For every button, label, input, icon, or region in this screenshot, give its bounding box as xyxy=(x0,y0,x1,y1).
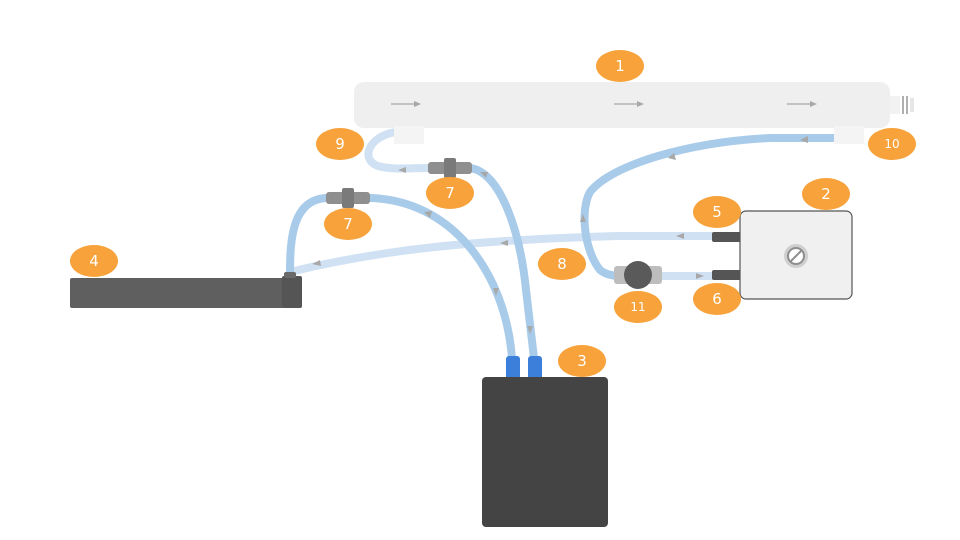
end-cap-line xyxy=(906,96,908,114)
connector-7-upper xyxy=(428,158,472,178)
label-badges: 1 2 3 4 5 6 7 7 xyxy=(70,50,916,377)
device-end-cap xyxy=(282,276,302,308)
connector-7-lower xyxy=(326,188,370,208)
connector-nut xyxy=(444,158,456,178)
badge-7-upper-text: 7 xyxy=(445,184,455,202)
reservoir-3 xyxy=(482,356,608,527)
badge-3: 3 xyxy=(558,345,606,377)
pump-2 xyxy=(712,210,853,300)
badge-2: 2 xyxy=(802,178,850,210)
arrow-icon xyxy=(424,211,432,218)
arrow-icon xyxy=(414,101,421,107)
connector-nut xyxy=(342,188,354,208)
arrow-icon xyxy=(493,288,499,296)
arrow-icon xyxy=(398,167,406,173)
tube-8 xyxy=(286,232,718,276)
tube-flow-arrows xyxy=(312,136,808,334)
arrow-icon xyxy=(676,233,684,239)
vessel-outlet-stub xyxy=(394,126,424,144)
badge-10: 10 xyxy=(868,128,916,160)
vessel-inlet-stub xyxy=(834,126,864,144)
badge-3-text: 3 xyxy=(577,352,587,370)
arrow-icon xyxy=(312,260,321,266)
tube-9 xyxy=(364,128,434,173)
device-4 xyxy=(70,272,302,308)
end-cap-line xyxy=(902,96,904,114)
badge-2-text: 2 xyxy=(821,185,831,203)
valve-11[interactable] xyxy=(614,261,662,289)
reservoir-nozzle-left xyxy=(506,356,520,380)
badge-11: 11 xyxy=(614,291,662,323)
no-entry-knob-icon[interactable] xyxy=(784,244,808,268)
tube-device4-to-reservoir xyxy=(286,194,516,362)
badge-9: 9 xyxy=(316,128,364,160)
badge-6: 6 xyxy=(693,283,741,315)
badge-11-text: 11 xyxy=(630,300,645,314)
arrow-icon xyxy=(668,153,676,160)
badge-1-text: 1 xyxy=(615,57,625,75)
arrow-icon xyxy=(637,101,644,107)
badge-4-text: 4 xyxy=(89,252,99,270)
badge-7-lower: 7 xyxy=(324,208,372,240)
badge-6-text: 6 xyxy=(712,290,722,308)
badge-7-upper: 7 xyxy=(426,177,474,209)
badge-10-text: 10 xyxy=(884,137,899,151)
vessel-flow-arrows xyxy=(391,101,817,107)
vessel-1 xyxy=(354,82,914,144)
badge-8: 8 xyxy=(538,248,586,280)
badge-5-text: 5 xyxy=(712,203,722,221)
arrow-icon xyxy=(800,136,808,143)
badge-7-lower-text: 7 xyxy=(343,215,353,233)
badge-5: 5 xyxy=(693,196,741,228)
valve-ball-icon xyxy=(624,261,652,289)
arrow-icon xyxy=(527,326,533,334)
end-cap-icon xyxy=(890,96,900,114)
arrow-icon xyxy=(810,101,817,107)
arrow-icon xyxy=(500,240,508,246)
vessel-body xyxy=(354,82,890,128)
reservoir-body xyxy=(482,377,608,527)
arrow-icon xyxy=(696,273,704,279)
reservoir-nozzle-right xyxy=(528,356,542,380)
pump-port-5 xyxy=(712,232,742,242)
badge-4: 4 xyxy=(70,245,118,277)
device-body xyxy=(70,278,284,308)
device-port xyxy=(284,272,296,278)
badge-8-text: 8 xyxy=(557,255,567,273)
pump-port-6 xyxy=(712,270,742,280)
badge-1: 1 xyxy=(596,50,644,82)
badge-9-text: 9 xyxy=(335,135,345,153)
arrow-icon xyxy=(580,214,586,222)
tube-10 xyxy=(580,134,838,280)
arrow-icon xyxy=(480,172,488,178)
end-cap-tip xyxy=(910,98,914,112)
